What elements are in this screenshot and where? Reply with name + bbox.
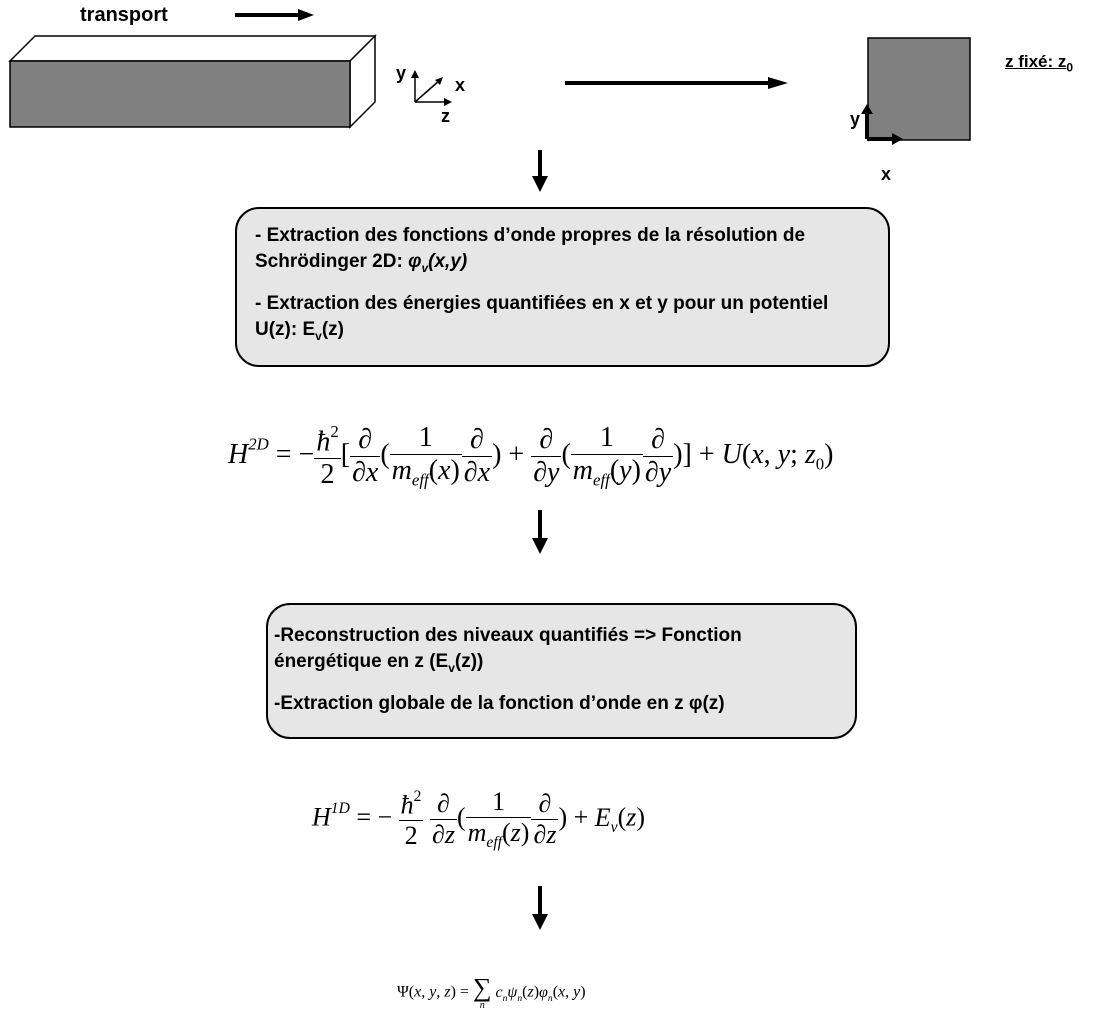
box1-line1: - Extraction des fonctions d’onde propre… (255, 225, 806, 275)
transport-arrow (235, 9, 314, 21)
cross-section-2d (867, 37, 971, 141)
axes-3d (411, 70, 452, 106)
nanowire-block-3d (8, 34, 377, 129)
axis3d-z-label: z (441, 106, 450, 126)
step-box-reconstruction: -Reconstruction des niveaux quantifiés =… (266, 603, 857, 739)
box2-line2: -Extraction globale de la fonction d’ond… (274, 692, 725, 714)
step-box-2d-extraction: - Extraction des fonctions d’onde propre… (235, 207, 890, 367)
down-arrow-1 (532, 150, 548, 192)
axis3d-x-label: x (455, 75, 465, 95)
axis2d-y-label: y (850, 109, 860, 129)
projection-arrow (565, 77, 788, 89)
down-arrow-2 (532, 510, 548, 554)
axis3d-y-label: y (396, 63, 406, 83)
z-fixed-label: z fixé: z0 (1005, 52, 1074, 75)
transport-label: transport (80, 4, 168, 26)
wavefunction-equation: Ψ(x, y, z) = ∑n cnψn(z)φn(x, y) (397, 973, 586, 1011)
axes-2d (861, 104, 903, 145)
top-diagram: y x z y x (8, 9, 971, 184)
down-arrow-3 (532, 886, 548, 930)
box2-line1: -Reconstruction des niveaux quantifiés =… (274, 625, 742, 675)
box1-line2: - Extraction des énergies quantifiées en… (255, 292, 829, 343)
axis2d-x-label: x (881, 164, 891, 184)
